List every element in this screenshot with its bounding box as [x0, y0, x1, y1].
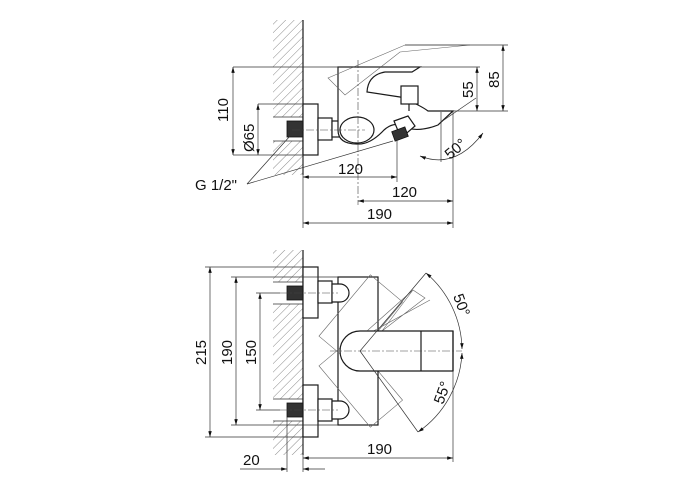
- thread-label: G 1/2": [195, 177, 237, 194]
- lever-open-position: [327, 44, 471, 96]
- dim-190-side: 190: [367, 206, 392, 223]
- dim-120-outlet: 120: [338, 161, 363, 178]
- wall-section-front: [273, 250, 304, 455]
- dim-215: 215: [193, 340, 210, 365]
- nut: [317, 117, 333, 141]
- dim-20: 20: [243, 452, 260, 469]
- side-view: 110 Ø65 55 85 120 120 190 50° G 1/2": [195, 20, 508, 228]
- diverter-knob: [400, 85, 419, 105]
- wall-section: [273, 20, 304, 175]
- dim-190-projection: 190: [367, 441, 392, 458]
- upper-connector: [286, 266, 350, 319]
- dim-190-front: 190: [219, 340, 236, 365]
- wall-flange: [302, 103, 319, 156]
- outlet-thread: [391, 126, 409, 142]
- dim-120-spout: 120: [392, 184, 417, 201]
- dim-85: 85: [486, 71, 503, 88]
- dim-diameter-65: Ø65: [241, 124, 258, 152]
- dim-55: 55: [460, 81, 477, 98]
- front-view: 215 190 150 190 20 50° 55°: [193, 250, 473, 472]
- mixer-body: [337, 66, 455, 145]
- dim-110: 110: [215, 98, 232, 122]
- angle-55-front: 55°: [431, 379, 455, 406]
- thread-connector: [286, 120, 304, 138]
- dim-150: 150: [243, 340, 260, 365]
- angle-50-front: 50°: [449, 292, 473, 319]
